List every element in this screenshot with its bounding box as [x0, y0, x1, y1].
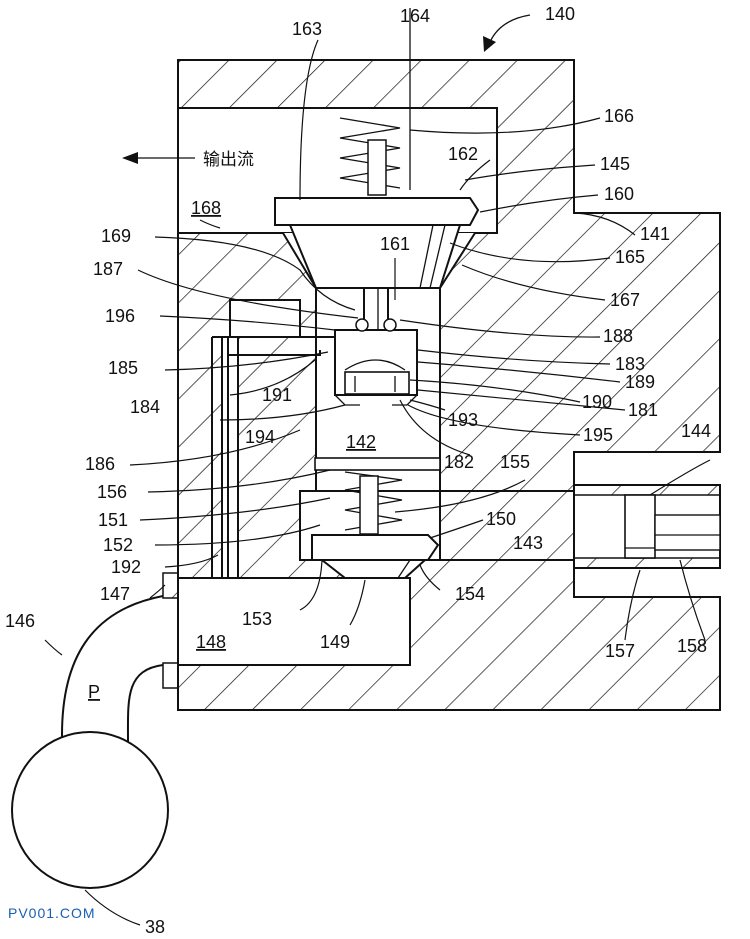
flow-label: 输出流: [203, 150, 254, 170]
label-194: 194: [245, 427, 275, 447]
label-150: 150: [486, 509, 516, 529]
label-38: 38: [145, 917, 165, 937]
label-167: 167: [610, 290, 640, 310]
label-169: 169: [101, 226, 131, 246]
label-153: 153: [242, 609, 272, 629]
pressure-label: P: [88, 682, 100, 702]
label-191: 191: [262, 385, 292, 405]
label-144: 144: [681, 421, 711, 441]
label-148: 148: [196, 632, 226, 652]
label-195: 195: [583, 425, 613, 445]
label-161: 161: [380, 234, 410, 254]
label-163: 163: [292, 19, 322, 39]
label-184: 184: [130, 397, 160, 417]
upper-spring-164: [339, 8, 411, 196]
label-189: 189: [625, 372, 655, 392]
label-182: 182: [444, 452, 474, 472]
label-164: 164: [400, 6, 430, 26]
label-168: 168: [191, 198, 221, 218]
figure-pointer-arrow: [483, 14, 531, 52]
label-187: 187: [93, 259, 123, 279]
label-162: 162: [448, 144, 478, 164]
label-188: 188: [603, 326, 633, 346]
label-160: 160: [604, 184, 634, 204]
inlet-chamber-148: [177, 577, 411, 666]
label-156: 156: [97, 482, 127, 502]
label-146: 146: [5, 611, 35, 631]
label-155: 155: [500, 452, 530, 472]
label-190: 190: [582, 392, 612, 412]
reservoir-38: [11, 731, 169, 889]
label-142: 142: [346, 432, 376, 452]
leader-lines: [44, 39, 711, 926]
label-183: 183: [615, 354, 645, 374]
label-186: 186: [85, 454, 115, 474]
label-145: 145: [600, 154, 630, 174]
label-149: 149: [320, 632, 350, 652]
label-143: 143: [513, 533, 543, 553]
label-158: 158: [677, 636, 707, 656]
pilot-assembly-183: [334, 318, 418, 406]
pilot-passage: [211, 336, 335, 597]
pipe-146: [61, 595, 164, 743]
label-192: 192: [111, 557, 141, 577]
label-165: 165: [615, 247, 645, 267]
label-166: 166: [604, 106, 634, 126]
label-193: 193: [448, 410, 478, 430]
label-141: 141: [640, 224, 670, 244]
port-flanges-147: [162, 572, 179, 689]
upper-valve-poppet-145: [274, 197, 480, 289]
label-196: 196: [105, 306, 135, 326]
outflow-arrow: [122, 152, 195, 164]
side-bore-144: [440, 484, 721, 569]
label-181: 181: [628, 400, 658, 420]
label-151: 151: [98, 510, 128, 530]
labels: 140 输出流 P PV001.COM 163 164 166 162 145 …: [5, 4, 711, 937]
figure-number: 140: [545, 4, 575, 24]
label-157: 157: [605, 641, 635, 661]
label-154: 154: [455, 584, 485, 604]
label-147: 147: [100, 584, 130, 604]
label-185: 185: [108, 358, 138, 378]
lower-valve-poppet-143: [311, 534, 440, 579]
watermark: PV001.COM: [8, 905, 96, 921]
label-152: 152: [103, 535, 133, 555]
lower-chamber-142: [314, 457, 441, 535]
